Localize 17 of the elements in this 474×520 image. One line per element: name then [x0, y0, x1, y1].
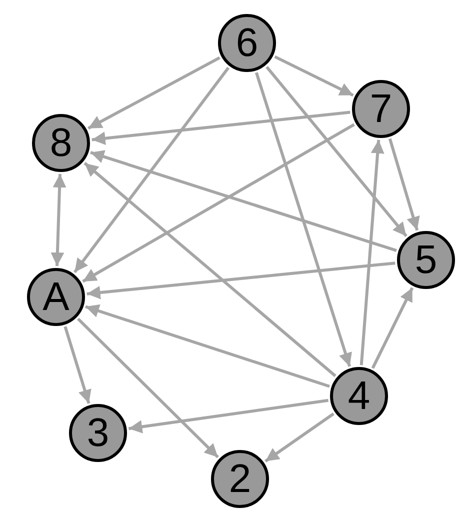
arrow	[84, 162, 336, 378]
arrow	[85, 304, 330, 388]
arrow	[128, 398, 329, 434]
arrow	[360, 140, 384, 366]
arrow	[254, 72, 352, 367]
arrow	[64, 326, 92, 404]
arrow	[388, 138, 420, 231]
arrow	[371, 287, 414, 369]
arrow	[76, 318, 220, 458]
arrow	[266, 66, 408, 238]
arrow	[264, 412, 334, 462]
arrow	[50, 174, 66, 266]
arrow	[274, 55, 354, 97]
arrow	[90, 150, 397, 252]
arrow	[92, 110, 350, 145]
arrow	[73, 66, 230, 274]
arrow	[86, 262, 396, 300]
